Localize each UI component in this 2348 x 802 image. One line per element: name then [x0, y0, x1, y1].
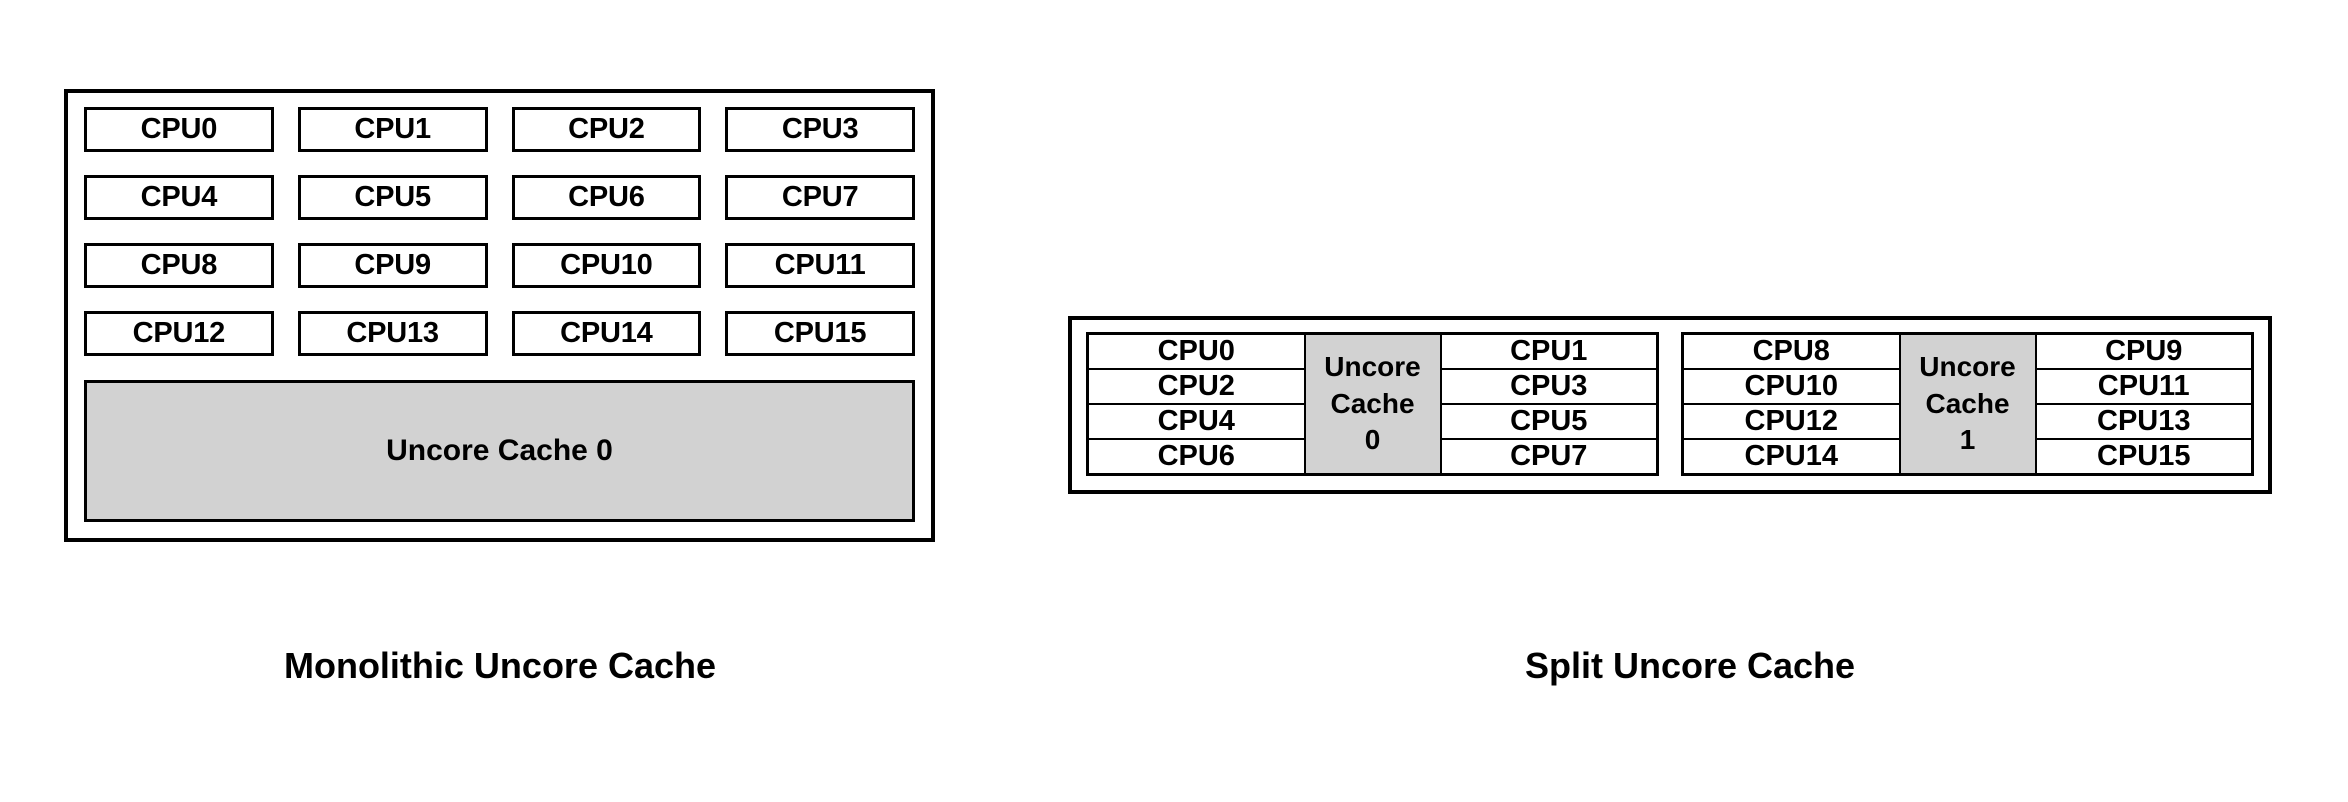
cpu-cell: CPU11 [2036, 370, 2251, 405]
cpu-box: CPU7 [725, 175, 915, 220]
cpu-cell: CPU12 [1684, 405, 1899, 440]
cpu-cell: CPU0 [1089, 335, 1304, 370]
cpu-cell: CPU3 [1441, 370, 1656, 405]
uncore-label-line: Cache [1330, 387, 1415, 419]
cpu-cell: CPU6 [1089, 440, 1304, 473]
cluster-0-left-column: CPU0 CPU2 CPU4 CPU6 [1089, 335, 1304, 473]
cpu-box: CPU15 [725, 311, 915, 356]
uncore-label-line: Uncore [1324, 350, 1421, 382]
cpu-box: CPU2 [511, 107, 702, 152]
uncore-cache-cell-1: Uncore Cache 1 [1898, 335, 2037, 473]
cpu-cell: CPU2 [1089, 370, 1304, 405]
cpu-cell: CPU15 [2036, 440, 2251, 473]
uncore-label-line: Cache [1925, 387, 2010, 419]
cpu-box: CPU9 [297, 243, 488, 288]
cpu-box: CPU14 [511, 311, 702, 356]
cpu-box: CPU13 [297, 311, 488, 356]
uncore-label-line: 1 [1959, 424, 1976, 456]
cpu-grid-monolithic: CPU0 CPU1 CPU2 CPU3 CPU4 CPU5 CPU6 CPU7 … [84, 107, 915, 356]
cpu-box: CPU0 [84, 107, 274, 152]
cluster-0-right-column: CPU1 CPU3 CPU5 CPU7 [1441, 335, 1656, 473]
split-chip-outline: CPU0 CPU2 CPU4 CPU6 Uncore Cache 0 CPU1 … [1068, 316, 2272, 494]
cpu-box: CPU5 [297, 175, 488, 220]
cpu-cell: CPU14 [1684, 440, 1899, 473]
split-cluster-0: CPU0 CPU2 CPU4 CPU6 Uncore Cache 0 CPU1 … [1086, 332, 1659, 476]
cpu-box: CPU6 [511, 175, 702, 220]
cpu-cell: CPU5 [1441, 405, 1656, 440]
uncore-cache-box: Uncore Cache 0 [84, 380, 915, 522]
cluster-1-right-column: CPU9 CPU11 CPU13 CPU15 [2036, 335, 2251, 473]
cpu-cell: CPU1 [1441, 335, 1656, 370]
monolithic-figure: CPU0 CPU1 CPU2 CPU3 CPU4 CPU5 CPU6 CPU7 … [64, 89, 935, 542]
split-figure: CPU0 CPU2 CPU4 CPU6 Uncore Cache 0 CPU1 … [1068, 316, 2272, 494]
cpu-cell: CPU8 [1684, 335, 1899, 370]
cpu-cell: CPU13 [2036, 405, 2251, 440]
monolithic-chip-outline: CPU0 CPU1 CPU2 CPU3 CPU4 CPU5 CPU6 CPU7 … [64, 89, 935, 542]
cpu-box: CPU11 [725, 243, 915, 288]
cpu-cell: CPU10 [1684, 370, 1899, 405]
cluster-1-left-column: CPU8 CPU10 CPU12 CPU14 [1684, 335, 1899, 473]
cpu-cell: CPU7 [1441, 440, 1656, 473]
cpu-cell: CPU9 [2036, 335, 2251, 370]
uncore-label-line: 0 [1364, 424, 1381, 456]
split-cluster-1: CPU8 CPU10 CPU12 CPU14 Uncore Cache 1 CP… [1681, 332, 2254, 476]
uncore-cache-cell-0: Uncore Cache 0 [1303, 335, 1442, 473]
cpu-box: CPU8 [84, 243, 274, 288]
uncore-label-line: Uncore [1919, 350, 2016, 382]
cpu-box: CPU12 [84, 311, 274, 356]
cpu-box: CPU3 [725, 107, 915, 152]
caption-split: Split Uncore Cache [1524, 645, 1856, 686]
cpu-box: CPU4 [84, 175, 274, 220]
cpu-cell: CPU4 [1089, 405, 1304, 440]
caption-monolithic: Monolithic Uncore Cache [283, 645, 717, 686]
cpu-box: CPU1 [297, 107, 488, 152]
cpu-box: CPU10 [511, 243, 702, 288]
